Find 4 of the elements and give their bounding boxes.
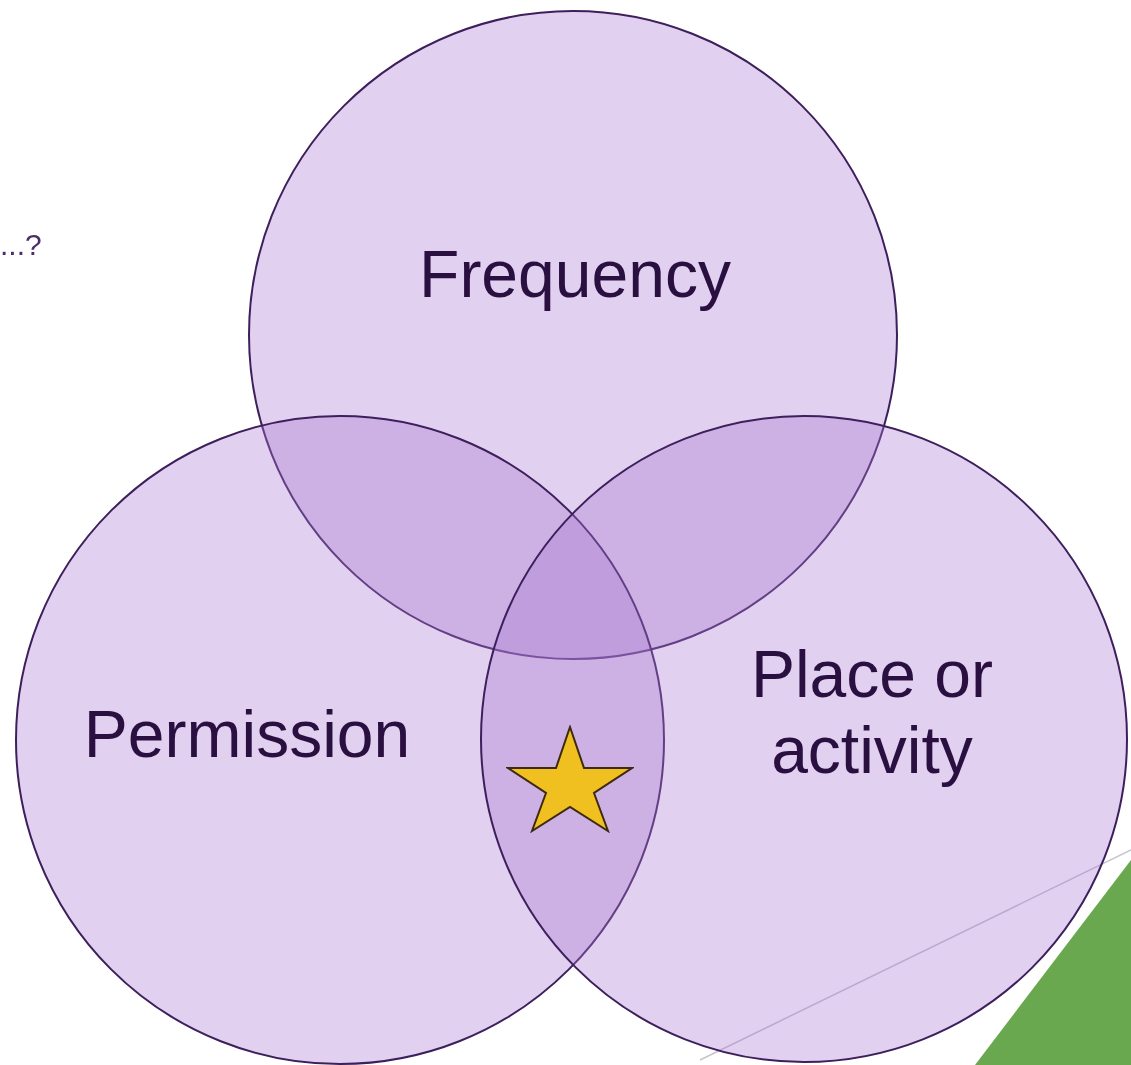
circle-label: Place or activity: [749, 637, 995, 789]
circle-label: Frequency: [418, 237, 732, 313]
circle-label: Permission: [82, 697, 412, 773]
note-text: ...?: [0, 227, 42, 263]
